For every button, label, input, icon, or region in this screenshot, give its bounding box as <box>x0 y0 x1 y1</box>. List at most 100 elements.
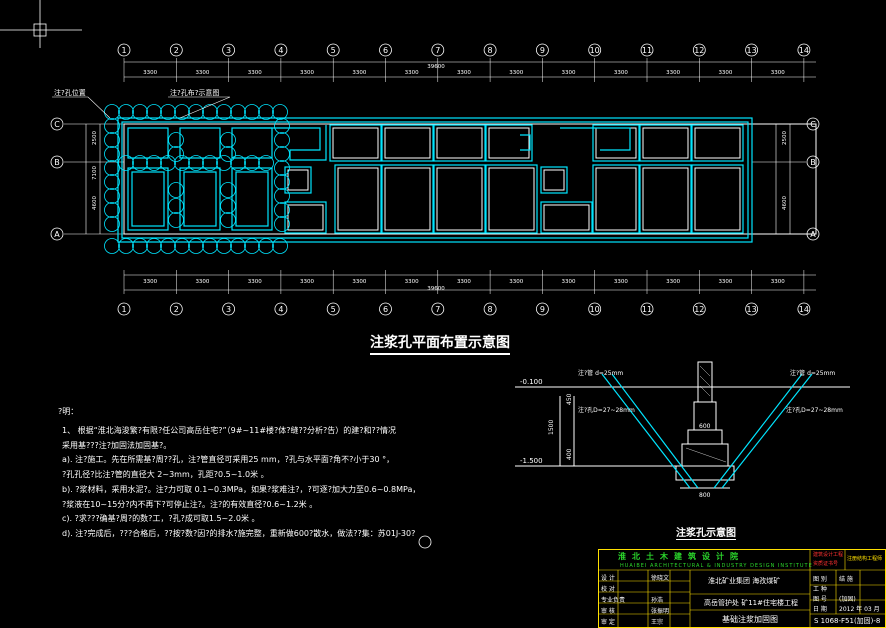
axis-bubble-10-bottom <box>588 302 602 316</box>
axis-bubble-3-bottom <box>222 302 236 316</box>
top-dim-8: 3300 <box>509 70 523 76</box>
axis-bubble-8-top <box>483 43 497 57</box>
plan-title: 注浆孔平面布置示意图 <box>370 332 510 355</box>
injection-hole-29 <box>274 132 290 148</box>
tb-label-4: 审 核 <box>601 608 615 615</box>
axis-bubble-13-bottom <box>745 302 758 316</box>
injection-hole-20 <box>244 104 260 120</box>
injection-hole-15 <box>202 238 218 254</box>
injection-hole-16 <box>216 104 232 120</box>
leader-layout-label: 注?孔布?示意图 <box>170 88 219 97</box>
axis-label-7-bottom: 7 <box>435 305 440 314</box>
axis-label-6-bottom: 6 <box>383 305 388 314</box>
injection-hole-47 <box>188 155 204 171</box>
injection-hole-1 <box>104 238 120 254</box>
axis-label-4-bottom: 4 <box>278 305 283 314</box>
section-injection-pipes <box>601 373 813 489</box>
injection-hole-55 <box>168 146 184 162</box>
axis-bubble-9-top <box>536 43 549 57</box>
bottom-dim-9: 3300 <box>562 279 576 285</box>
tb-right-label-1: 图 别 <box>813 576 827 583</box>
injection-hole-4 <box>132 104 148 120</box>
top-dim-7: 3300 <box>457 70 471 76</box>
axis-bubble-1-bottom <box>117 302 131 316</box>
top-dim-1: 3300 <box>143 70 157 76</box>
injection-hole-43 <box>132 155 148 171</box>
injection-hole-23 <box>258 238 274 254</box>
axis-label-B-left: B <box>54 158 60 167</box>
axis-bubble-A-left <box>50 227 64 241</box>
injection-hole-59 <box>168 198 184 214</box>
injection-hole-6 <box>146 104 162 120</box>
axis-label-13-bottom: 13 <box>747 305 757 314</box>
injection-hole-35 <box>274 174 290 190</box>
injection-hole-18 <box>230 104 246 120</box>
axis-label-9-top: 9 <box>540 46 545 55</box>
axis-label-10-top: 10 <box>590 46 600 55</box>
company-english: HUAIBEI ARCHITECTURAL & INDUSTRY DESIGN … <box>620 563 813 569</box>
drawing-name: 基础注浆加固图 <box>722 615 778 624</box>
axis-bubble-10-top <box>588 43 602 57</box>
axis-label-8-bottom: 8 <box>488 305 493 314</box>
axis-bubble-1-top <box>117 43 131 57</box>
dim-1500: 1500 <box>548 420 555 435</box>
dim-600: 600 <box>699 423 711 430</box>
note-circle <box>418 535 432 549</box>
axis-bubble-6-bottom <box>379 302 392 316</box>
tb-right-value-4: 2012 年 03 月 <box>839 606 880 613</box>
injection-hole-44 <box>146 155 162 171</box>
injection-hole-56 <box>220 146 236 162</box>
axis-bubble-4-bottom <box>274 302 288 316</box>
axis-label-A-left: A <box>54 230 60 239</box>
top-dim-5: 3300 <box>352 70 366 76</box>
tb-value-3: 孙浩 <box>651 597 664 604</box>
tb-label-5: 审 定 <box>601 619 615 626</box>
injection-hole-61 <box>168 212 184 228</box>
injection-hole-21 <box>244 238 260 254</box>
injection-hole-12 <box>188 104 204 120</box>
stamp-1: 建筑设计工程 <box>813 552 844 558</box>
injection-hole-22 <box>258 104 274 120</box>
axis-bubble-2-top <box>169 43 183 57</box>
injection-hole-50 <box>230 155 246 171</box>
top-dim-6: 3300 <box>405 70 419 76</box>
axis-bubble-12-bottom <box>692 302 706 316</box>
note-line-5: b). ?浆材料，采用水泥?。注?力可取 0.1~0.3MPa，如果?浆难注?，… <box>62 484 421 494</box>
axis-label-C-left: C <box>54 120 60 129</box>
axis-label-5-bottom: 5 <box>331 305 336 314</box>
injection-hole-13 <box>188 238 204 254</box>
top-dim-4: 3300 <box>300 70 314 76</box>
building-plan <box>123 123 817 235</box>
leader-hole-label: 注?孔位置 <box>54 88 86 97</box>
axis-label-14-bottom: 14 <box>799 305 809 314</box>
note-line-7: c). ?求???确基?周?的数?工，?孔?成可取1.5~2.0米 。 <box>62 514 260 524</box>
pipe-left-label: 注?管 d=25mm <box>578 369 623 377</box>
injection-hole-27 <box>274 118 290 134</box>
axis-label-11-top: 11 <box>642 46 652 55</box>
injection-hole-42 <box>118 155 134 171</box>
tb-value-1: 徐晓文 <box>651 575 670 582</box>
axis-bubble-5-top <box>326 43 340 57</box>
side-dim-left-3: 4600 <box>92 196 98 210</box>
top-dim-10: 3300 <box>614 70 628 76</box>
top-dim-13: 3300 <box>771 70 785 76</box>
axis-bubble-14-bottom <box>797 302 811 316</box>
axis-bubble-C-left <box>50 117 64 131</box>
bottom-dim-4: 3300 <box>300 279 314 285</box>
pipe-right-label: 注?管 d=25mm <box>790 369 835 377</box>
bottom-dim-10: 3300 <box>614 279 628 285</box>
injection-hole-24 <box>272 104 288 120</box>
bottom-dim-2: 3300 <box>195 279 209 285</box>
injection-lines <box>117 117 753 243</box>
injection-hole-11 <box>174 238 190 254</box>
stamp-2: 资质证书号 <box>813 561 839 567</box>
injection-hole-60 <box>220 198 236 214</box>
bottom-dim-7: 3300 <box>457 279 471 285</box>
tb-value-4: 张振明 <box>651 608 670 615</box>
hole-left-label: 注?孔D=27~28mm <box>578 406 635 414</box>
axis-label-7-top: 7 <box>435 46 440 55</box>
tb-right-value-3: (加固) <box>839 596 856 603</box>
side-dim-left-2: 7100 <box>92 166 98 180</box>
